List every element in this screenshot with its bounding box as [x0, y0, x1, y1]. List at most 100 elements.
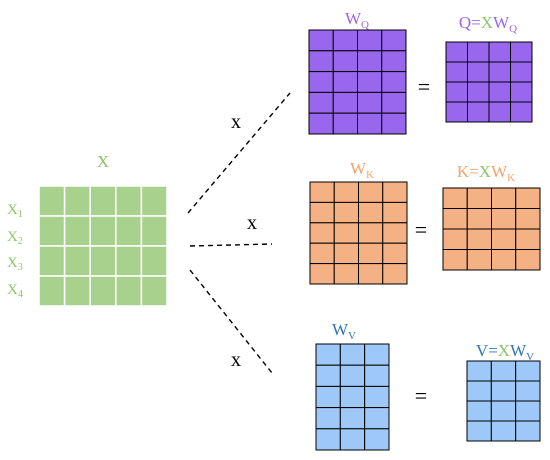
weight-matrix-v-cell [339, 343, 366, 366]
result-matrix-k-cell [466, 228, 492, 250]
input-matrix-x-cell [89, 215, 117, 247]
result-matrix-q-cell [510, 61, 533, 83]
result-matrix-q [445, 41, 533, 123]
result-matrix-q-cell [467, 61, 490, 83]
weight-matrix-q-cell [332, 50, 358, 73]
result-matrix-q-cell [445, 101, 468, 123]
result-matrix-k-cell [442, 208, 468, 230]
result-matrix-q-cell [488, 81, 511, 103]
weight-matrix-q-cell [308, 50, 334, 73]
result-matrix-v-cell [466, 360, 492, 382]
weight-matrix-v-cell [364, 364, 390, 387]
weight-matrix-k-cell [382, 181, 408, 203]
result-matrix-v-cell [466, 400, 492, 422]
input-matrix-x-cell [89, 185, 117, 217]
weight-matrix-q-cell [332, 112, 358, 135]
weight-matrix-k-cell [309, 201, 335, 224]
weight-matrix-v-cell [315, 407, 341, 430]
input-matrix-x-cell [140, 215, 168, 247]
weight-matrix-q-cell [308, 91, 334, 114]
weight-matrix-q-cell [308, 29, 334, 52]
weight-matrix-q-cell [357, 29, 383, 52]
result-matrix-q-cell [467, 101, 490, 123]
weight-matrix-k-cell [358, 201, 384, 224]
weight-matrix-k-cell [333, 181, 359, 203]
weight-matrix-q-cell [381, 50, 407, 73]
weight-matrix-q-cell [357, 71, 383, 93]
weight-matrix-k-cell [358, 181, 384, 203]
result-label-q: Q=XWQ [459, 13, 517, 35]
input-matrix-x-cell [38, 185, 66, 217]
result-matrix-q-cell [488, 101, 511, 123]
multiply-sign-q: x [231, 111, 241, 133]
result-matrix-k-cell [515, 208, 541, 230]
result-matrix-k-cell [466, 208, 492, 230]
key-branch: WK = K=XWK [309, 159, 541, 285]
weight-matrix-k-cell [358, 222, 384, 244]
result-matrix-q-cell [467, 41, 490, 63]
row-label-x1: X1 [7, 202, 23, 220]
result-matrix-k-cell [442, 249, 468, 271]
result-matrix-q-cell [467, 81, 490, 103]
input-matrix-x-cell [115, 275, 143, 307]
result-matrix-q-cell [510, 41, 533, 63]
weight-matrix-k-cell [309, 181, 335, 203]
input-matrix-x-cell [115, 215, 143, 247]
input-matrix-x-cell [63, 245, 91, 277]
input-matrix-x [38, 185, 168, 307]
weight-matrix-v-cell [315, 385, 341, 409]
result-matrix-k-cell [491, 208, 517, 230]
weight-matrix-v-cell [364, 407, 390, 430]
result-matrix-v-cell [466, 380, 492, 402]
result-label-k: K=XWK [457, 162, 515, 184]
row-label-x2: X2 [7, 229, 23, 247]
input-matrix-x-cell [63, 275, 91, 307]
result-matrix-q-cell [510, 101, 533, 123]
weight-matrix-k-cell [309, 222, 335, 244]
weight-matrix-k-cell [382, 242, 408, 265]
weight-matrix-k-cell [333, 201, 359, 224]
result-matrix-v-cell [515, 400, 541, 422]
weight-matrix-q-cell [381, 71, 407, 93]
row-label-x4: X4 [7, 282, 23, 300]
result-matrix-q-cell [445, 41, 468, 63]
input-matrix-x-cell [115, 245, 143, 277]
equals-sign-q: = [418, 74, 430, 99]
result-matrix-q-cell [488, 61, 511, 83]
weight-matrix-v-cell [339, 364, 366, 387]
result-matrix-q-cell [510, 81, 533, 103]
weight-matrix-v [315, 343, 390, 451]
result-matrix-q-cell [488, 41, 511, 63]
weight-matrix-v-cell [364, 385, 390, 409]
result-matrix-v-cell [466, 420, 492, 442]
weight-matrix-v-cell [339, 385, 366, 409]
result-matrix-q-cell [445, 81, 468, 103]
weight-matrix-v-cell [315, 364, 341, 387]
input-matrix-x-cell [140, 275, 168, 307]
weight-matrix-k-cell [382, 263, 408, 285]
result-matrix-v-cell [490, 380, 517, 402]
equals-sign-k: = [415, 217, 427, 242]
input-group: X X1 X2 X3 X4 [7, 152, 168, 307]
result-matrix-v-cell [490, 400, 517, 422]
input-matrix-x-cell [38, 245, 66, 277]
weight-matrix-q-cell [357, 50, 383, 73]
weight-matrix-q-cell [308, 112, 334, 135]
weight-matrix-q-cell [332, 91, 358, 114]
result-matrix-k-cell [466, 249, 492, 271]
weight-matrix-k-cell [333, 263, 359, 285]
weight-matrix-q [308, 29, 407, 135]
weight-matrix-q-cell [332, 29, 358, 52]
weight-matrix-k-cell [333, 222, 359, 244]
weight-matrix-k-cell [358, 242, 384, 265]
result-matrix-v-cell [490, 360, 517, 382]
query-branch: WQ = Q=XWQ [308, 9, 533, 135]
weight-matrix-k-cell [358, 263, 384, 285]
input-matrix-x-cell [63, 215, 91, 247]
input-matrix-x-cell [140, 185, 168, 217]
connector-lines [187, 92, 291, 374]
weight-matrix-v-cell [339, 407, 366, 430]
value-branch: WV = V=XWV [315, 320, 541, 451]
connector-line-k [189, 243, 273, 247]
